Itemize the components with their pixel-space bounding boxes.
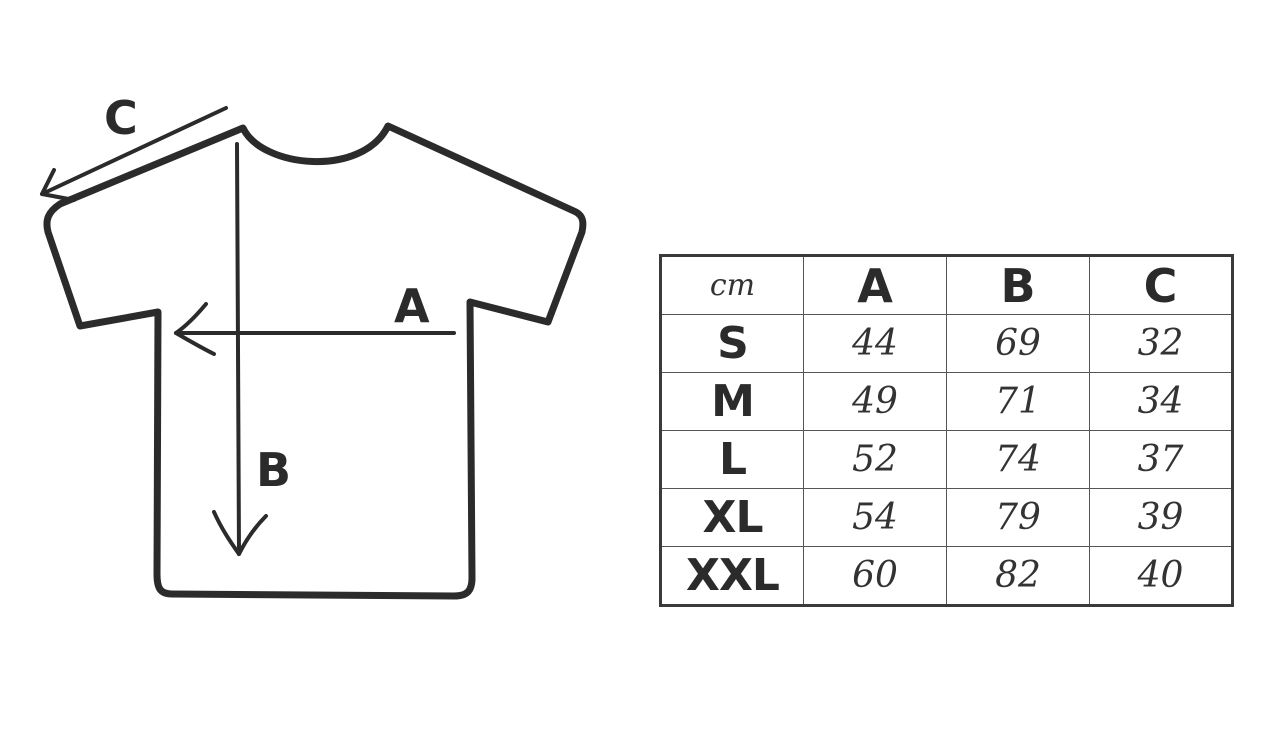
value-b: 79	[946, 488, 1090, 547]
table-row: XL 54 79 39	[660, 488, 1233, 547]
value-c: 37	[1089, 430, 1233, 489]
value-c: 32	[1089, 314, 1233, 373]
arrow-b-icon	[212, 142, 268, 556]
value-a: 54	[803, 488, 947, 547]
table-row: S 44 69 32	[660, 314, 1233, 373]
value-c: 40	[1089, 546, 1233, 606]
value-c: 39	[1089, 488, 1233, 547]
value-a: 60	[803, 546, 947, 606]
unit-header: cm	[660, 255, 804, 315]
table-row: M 49 71 34	[660, 372, 1233, 431]
value-a: 49	[803, 372, 947, 431]
table-row: XXL 60 82 40	[660, 546, 1233, 606]
table-row: L 52 74 37	[660, 430, 1233, 489]
size-label: L	[660, 430, 804, 489]
label-b: B	[256, 443, 291, 497]
table-header-row: cm A B C	[660, 255, 1233, 315]
label-a: A	[394, 279, 430, 333]
value-b: 82	[946, 546, 1090, 606]
arrow-c-icon	[40, 106, 228, 202]
size-label: S	[660, 314, 804, 373]
tshirt-measurement-diagram: C A B	[40, 91, 587, 600]
value-a: 44	[803, 314, 947, 373]
t-shirt-icon	[43, 122, 587, 600]
column-header-c: C	[1089, 255, 1233, 315]
size-chart-table: cm A B C S 44 69 32 M 49 71 34 L 52 74 3…	[659, 254, 1234, 607]
value-b: 74	[946, 430, 1090, 489]
value-b: 69	[946, 314, 1090, 373]
column-header-b: B	[946, 255, 1090, 315]
value-a: 52	[803, 430, 947, 489]
value-c: 34	[1089, 372, 1233, 431]
size-label: XXL	[660, 546, 804, 606]
label-c: C	[104, 91, 138, 145]
value-b: 71	[946, 372, 1090, 431]
column-header-a: A	[803, 255, 947, 315]
arrow-a-icon	[174, 302, 456, 356]
size-label: XL	[660, 488, 804, 547]
size-label: M	[660, 372, 804, 431]
